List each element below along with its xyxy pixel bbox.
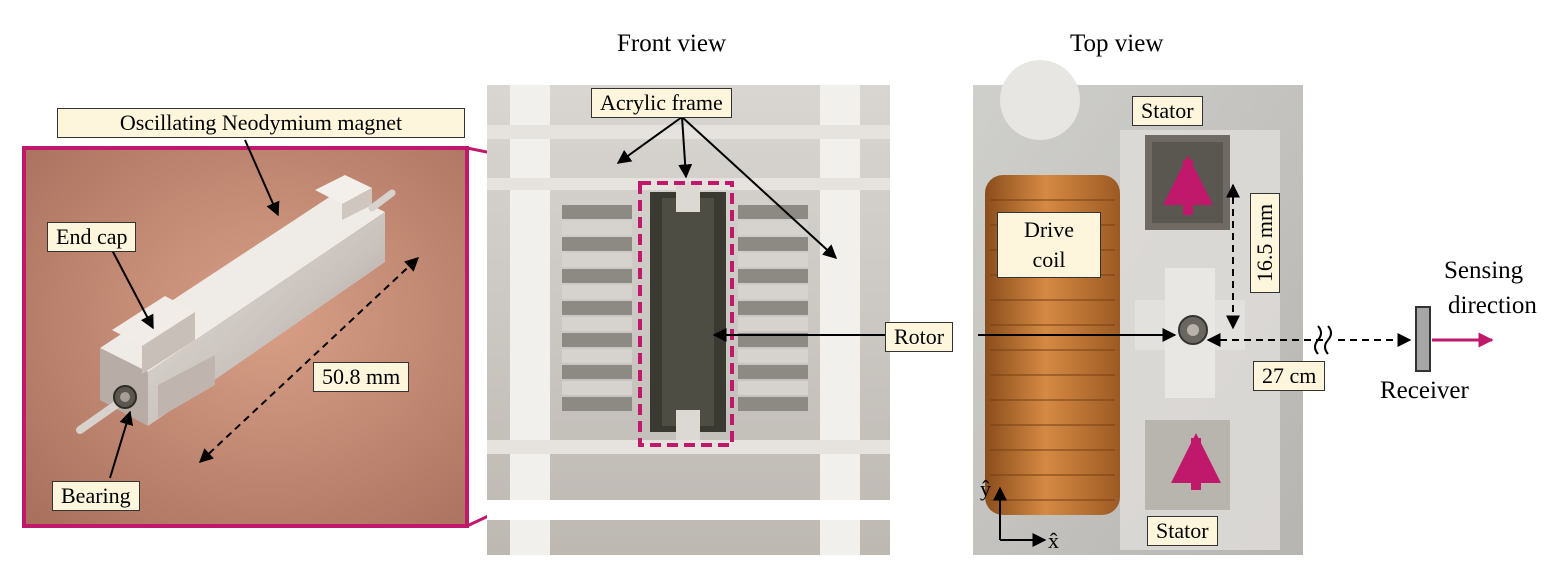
end-cap-label: End cap (47, 222, 137, 252)
rotor-highlight-box (638, 181, 734, 447)
drive-coil-label-line2: coil (1032, 247, 1066, 272)
rotor-label: Rotor (885, 322, 954, 352)
length-dimension-arrow (198, 257, 420, 463)
gap-label: 16.5 mm (1250, 193, 1280, 293)
receiver-block (1415, 306, 1431, 372)
frame-arrow-middle (678, 116, 693, 179)
end-cap-arrow (111, 249, 154, 330)
front-view-photo (487, 85, 890, 555)
magnet-photo-border (22, 146, 469, 528)
top-view-heading: Top view (1070, 30, 1164, 57)
bearing-arrow (109, 410, 134, 479)
stator-bottom-label: Stator (1147, 516, 1218, 546)
axis-x-label: x̂ (1048, 528, 1059, 553)
sensing-direction-label-line2: direction (1448, 292, 1537, 319)
top-view-photo (973, 60, 1303, 555)
break-mark-1 (1314, 325, 1322, 355)
drive-coil-label-line1: Drive (1023, 217, 1075, 242)
magnet-photo (24, 148, 467, 526)
axis-y-label: ŷ (980, 476, 991, 501)
magnet-label: Oscillating Neodymium magnet (57, 108, 465, 138)
length-label: 50.8 mm (313, 362, 410, 392)
gap-label-text: 16.5 mm (1252, 203, 1277, 283)
break-mark-2 (1324, 325, 1332, 355)
acrylic-frame-label: Acrylic frame (591, 88, 732, 118)
drive-coil-label: Drive coil (997, 212, 1101, 278)
stator-top-label: Stator (1132, 96, 1203, 126)
frame-arrow-right (681, 116, 838, 259)
sensing-direction-label-line1: Sensing (1444, 257, 1524, 284)
frame-arrow-left (616, 116, 683, 164)
magnet-arrow (244, 139, 280, 217)
receiver-label: Receiver (1380, 377, 1469, 404)
distance-label: 27 cm (1253, 361, 1326, 391)
bearing-label: Bearing (52, 481, 140, 511)
front-view-heading: Front view (617, 30, 727, 57)
